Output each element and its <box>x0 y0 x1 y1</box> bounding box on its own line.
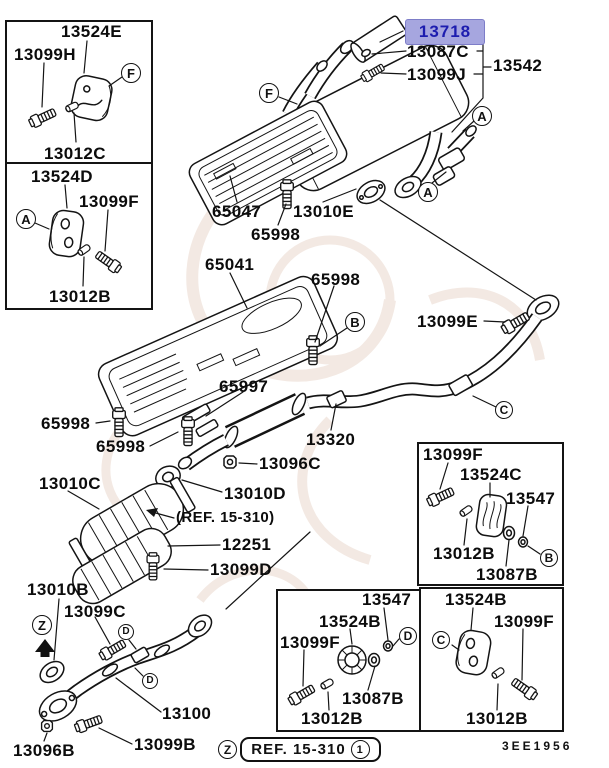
circled-letter-f: F <box>259 83 279 103</box>
part-label-65047[interactable]: 65047 <box>212 202 262 221</box>
inset-box1-parts <box>26 75 113 130</box>
circled-letter-c: C <box>495 401 513 419</box>
circled-letter-b: B <box>540 549 558 567</box>
footer-sheet-number: 1 <box>350 740 370 759</box>
part-label-13012b[interactable]: 13012B <box>301 709 363 728</box>
part-label-13096b[interactable]: 13096B <box>13 741 75 760</box>
part-label-13099f[interactable]: 13099F <box>79 192 140 211</box>
part-label-13099e[interactable]: 13099E <box>417 312 479 331</box>
part-label-13099c[interactable]: 13099C <box>64 602 126 621</box>
heat-shield-65047-drawing <box>188 100 348 226</box>
part-label-13099j[interactable]: 13099J <box>407 65 467 84</box>
footer-ref-marker-z: Z <box>218 740 237 759</box>
part-label-13524b[interactable]: 13524B <box>319 612 381 631</box>
inset-box2-parts <box>48 209 124 276</box>
part-label-13087c[interactable]: 13087C <box>407 42 469 61</box>
inset-box5-parts <box>455 629 540 703</box>
part-label-65041[interactable]: 65041 <box>205 255 255 274</box>
circled-letter-d: D <box>142 673 158 689</box>
part-label-13099d[interactable]: 13099D <box>210 560 272 579</box>
inset-box-frames <box>5 20 564 732</box>
circled-letter-d: D <box>118 624 134 640</box>
circled-letter-b: B <box>345 312 365 332</box>
part-label-13012b[interactable]: 13012B <box>466 709 528 728</box>
part-label-13547[interactable]: 13547 <box>506 489 556 508</box>
front-direction-arrow <box>35 639 55 657</box>
part-label-12251[interactable]: 12251 <box>222 535 272 554</box>
part-label-13547[interactable]: 13547 <box>362 590 412 609</box>
footer-reference-box: REF. 15-310 1 <box>240 737 381 762</box>
circled-letter-c: C <box>432 631 450 649</box>
part-label-65998[interactable]: 65998 <box>251 225 301 244</box>
part-label-65998[interactable]: 65998 <box>41 414 91 433</box>
part-label-65998[interactable]: 65998 <box>311 270 361 289</box>
part-label-13524c[interactable]: 13524C <box>460 465 522 484</box>
heat-shield-65041-drawing <box>97 275 339 447</box>
part-label-13012b[interactable]: 13012B <box>433 544 495 563</box>
catalytic-converter-drawing <box>68 476 196 605</box>
part-label-13010b[interactable]: 13010B <box>27 580 89 599</box>
circled-letter-d: D <box>399 627 417 645</box>
highlighted-part-label-13718[interactable]: 13718 <box>405 19 485 45</box>
part-label-13099f[interactable]: 13099F <box>423 445 484 464</box>
part-label-65997[interactable]: 65997 <box>219 377 269 396</box>
part-label-13096c[interactable]: 13096C <box>259 454 321 473</box>
circled-letter-a: A <box>472 106 492 126</box>
part-label-ref15310[interactable]: (REF. 15-310) <box>176 509 275 526</box>
part-label-13524d[interactable]: 13524D <box>31 167 93 186</box>
part-label-13524b[interactable]: 13524B <box>445 590 507 609</box>
front-pipe-drawing <box>38 614 213 735</box>
leader-lines <box>34 23 541 745</box>
part-label-13012c[interactable]: 13012C <box>44 144 106 163</box>
circled-letter-z: Z <box>32 615 52 635</box>
part-label-13524e[interactable]: 13524E <box>61 22 123 41</box>
part-label-13099f[interactable]: 13099F <box>494 612 555 631</box>
part-label-13542[interactable]: 13542 <box>493 56 543 75</box>
part-label-13320[interactable]: 13320 <box>306 430 356 449</box>
part-label-13099b[interactable]: 13099B <box>134 735 196 754</box>
part-label-13087b[interactable]: 13087B <box>476 565 538 584</box>
circled-letter-f: F <box>121 63 141 83</box>
circled-letter-a: A <box>418 182 438 202</box>
part-label-13100[interactable]: 13100 <box>162 704 212 723</box>
inset-box4-parts <box>424 484 529 548</box>
inset-box3-parts <box>286 640 394 708</box>
center-pipe-drawing <box>155 294 560 489</box>
part-label-13099f[interactable]: 13099F <box>280 633 341 652</box>
part-label-13012b[interactable]: 13012B <box>49 287 111 306</box>
part-label-65998[interactable]: 65998 <box>96 437 146 456</box>
circled-letter-a: A <box>16 209 36 229</box>
footer-reference-text: REF. 15-310 <box>251 741 346 758</box>
part-label-13099h[interactable]: 13099H <box>14 45 76 64</box>
diagram-code: 3EE1956 <box>502 739 573 753</box>
part-label-13010d[interactable]: 13010D <box>224 484 286 503</box>
part-label-13010e[interactable]: 13010E <box>293 202 355 221</box>
part-label-13087b[interactable]: 13087B <box>342 689 404 708</box>
part-label-13010c[interactable]: 13010C <box>39 474 101 493</box>
